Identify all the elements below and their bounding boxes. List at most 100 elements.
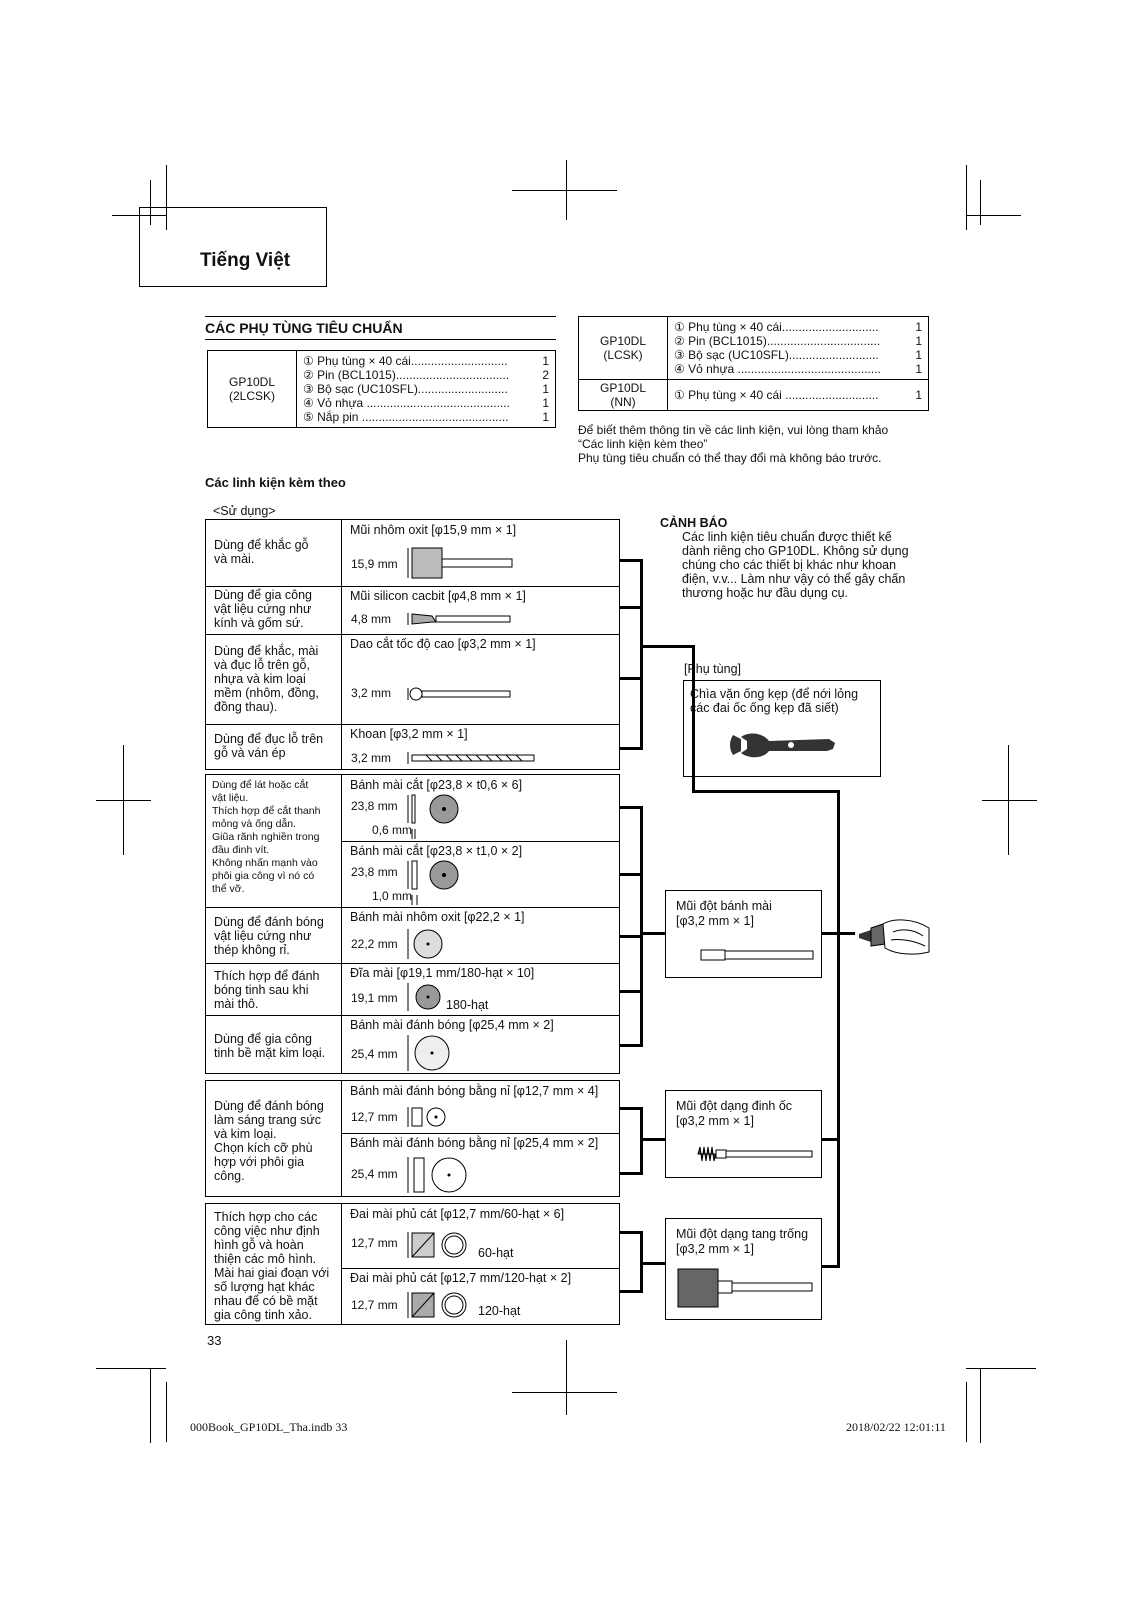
- item-text: Pin (BCL1015)...........................…: [688, 334, 881, 348]
- connector-line: [620, 677, 642, 680]
- dimension: 15,9 mm: [351, 557, 398, 571]
- item-list: ① Phụ tùng × 40 cái.....................…: [296, 350, 556, 428]
- connector-line: [620, 1231, 642, 1234]
- item-text: Phụ tùng × 40 cái.......................…: [317, 354, 508, 368]
- item-qty: 1: [915, 348, 922, 362]
- standard-accessories-lcsk-nn: GP10DL (LCSK) ① Phụ tùng × 40 cái.......…: [578, 316, 929, 411]
- model-name: GP10DL: [228, 375, 276, 389]
- accessory-name: Bánh mài cắt [φ23,8 × t1,0 × 2]: [350, 844, 523, 858]
- crop-mark: [966, 215, 1021, 216]
- mandrel-wheel-label: Mũi đột bánh mài[φ3,2 mm × 1]: [676, 899, 772, 928]
- accessory-name: Dao cắt tốc độ cao [φ3,2 mm × 1]: [350, 637, 536, 651]
- item-number: ②: [303, 368, 314, 382]
- connector-line: [620, 1172, 642, 1175]
- wrench-icon: [730, 733, 835, 758]
- aluminum-oxide-wheel-icon: [407, 929, 443, 959]
- page-number: 33: [207, 1333, 222, 1348]
- language-tab: Tiếng Việt: [139, 207, 327, 287]
- connector-line: [640, 932, 665, 935]
- mandrel-screw-label: Mũi đột dạng đinh ốc[φ3,2 mm × 1]: [676, 1099, 793, 1128]
- sanding-band-icon: [407, 1232, 467, 1258]
- cutoff-wheel-icon: [407, 860, 459, 905]
- crop-mark: [512, 190, 617, 191]
- footer-timestamp: 2018/02/22 12:01:11: [846, 1420, 946, 1434]
- connector-line: [620, 559, 642, 562]
- item-number: ①: [674, 320, 685, 334]
- connector-line: [640, 1262, 665, 1265]
- row-divider: [342, 963, 619, 964]
- connector-line: [620, 1044, 642, 1047]
- item-qty: 1: [542, 410, 549, 424]
- footer-file: 000Book_GP10DL_Tha.indb 33: [190, 1420, 348, 1434]
- dimension: 12,7 mm: [351, 1298, 398, 1312]
- dimension: 12,7 mm: [351, 1110, 398, 1124]
- row-divider: [206, 724, 619, 725]
- accessory-name: Bánh mài đánh bóng [φ25,4 mm × 2]: [350, 1018, 554, 1032]
- item-list: ① Phụ tùng × 40 cái.....................…: [667, 316, 929, 380]
- connector-line: [620, 806, 642, 809]
- notes: Để biết thêm thông tin về các linh kiện,…: [578, 423, 938, 465]
- connector-line: [620, 1107, 642, 1110]
- model-variant: (LCSK): [603, 348, 643, 362]
- item-text: Phụ tùng × 40 cái.......................…: [688, 320, 879, 334]
- wrench-description: Chìa vặn ống kẹp (để nới lỏng các đai ốc…: [690, 687, 858, 715]
- warning-line: dành riêng cho GP10DL. Không sử dụng: [682, 544, 909, 558]
- sanding-band-icon: [407, 1292, 467, 1318]
- accessory-cell: Khoan [φ3,2 mm × 1] 3,2 mm: [342, 724, 619, 771]
- list-item: ③ Bộ sạc (UC10SFL)......................…: [303, 382, 549, 396]
- wrench-line: Chìa vặn ống kẹp (để nới lỏng: [690, 687, 859, 701]
- polishing-wheel-icon: [407, 1035, 450, 1071]
- silicon-carbide-point-icon: [407, 613, 511, 625]
- accessory-name: Bánh mài cắt [φ23,8 × t0,6 × 6]: [350, 778, 523, 792]
- row-divider: [206, 586, 619, 587]
- accessory-cell: Bánh mài cắt [φ23,8 × t0,6 × 6] 23,8 mm …: [342, 775, 619, 841]
- warning-title: CẢNH BÁO: [660, 516, 728, 530]
- list-item: ① Phụ tùng × 40 cái.....................…: [303, 354, 549, 368]
- model-name: GP10DL: [599, 381, 647, 395]
- list-item: ① Phụ tùng × 40 cái ....................…: [674, 388, 922, 402]
- warning-line: Các linh kiện tiêu chuẩn được thiết kế: [682, 530, 892, 544]
- item-text: Bộ sạc (UC10SFL)........................…: [317, 382, 508, 396]
- item-number: ①: [303, 354, 314, 368]
- note-line: Để biết thêm thông tin về các linh kiện,…: [578, 423, 889, 437]
- connector-line: [820, 932, 855, 935]
- accessory-cell: Bánh mài cắt [φ23,8 × t1,0 × 2] 23,8 mm …: [342, 841, 619, 907]
- accessory-name: Đĩa mài [φ19,1 mm/180-hạt × 10]: [350, 966, 535, 980]
- item-number: ②: [674, 334, 685, 348]
- item-qty: 1: [542, 354, 549, 368]
- thickness: 1,0 mm: [372, 889, 413, 903]
- item-number: ④: [303, 396, 314, 410]
- divider: [205, 316, 556, 317]
- felt-polishing-wheel-icon: [407, 1157, 467, 1193]
- accessory-cell: Bánh mài đánh bóng bằng nỉ [φ25,4 mm × 2…: [342, 1133, 619, 1198]
- item-text: Phụ tùng × 40 cái ......................…: [688, 388, 879, 402]
- model-name: GP10DL: [599, 334, 647, 348]
- rotary-tool-icon: [859, 919, 930, 955]
- accessory-name: Mũi nhôm oxit [φ15,9 mm × 1]: [350, 523, 517, 537]
- standard-accessories-2lcsk: GP10DL (2LCSK) ① Phụ tùng × 40 cái......…: [207, 350, 556, 428]
- list-item: ② Pin (BCL1015).........................…: [303, 368, 549, 382]
- dimension: 12,7 mm: [351, 1236, 398, 1250]
- row-divider: [206, 634, 619, 635]
- item-qty: 1: [542, 396, 549, 410]
- crop-mark: [980, 180, 981, 225]
- row-divider: [342, 1015, 619, 1016]
- accessory-name: Đai mài phủ cát [φ12,7 mm/120-hạt × 2]: [350, 1271, 572, 1285]
- accessory-cell: Đai mài phủ cát [φ12,7 mm/60-hạt × 6] 12…: [342, 1204, 619, 1268]
- accessory-cell: Bánh mài nhôm oxit [φ22,2 × 1] 22,2 mm: [342, 907, 619, 963]
- connector-line: [820, 1265, 840, 1268]
- language-label: Tiếng Việt: [200, 250, 291, 271]
- item-qty: 1: [915, 362, 922, 376]
- connector-line: [620, 935, 642, 938]
- item-qty: 1: [542, 382, 549, 396]
- item-qty: 1: [915, 388, 922, 402]
- row-divider: [206, 1015, 341, 1016]
- accessory-cell: Đĩa mài [φ19,1 mm/180-hạt × 10] 19,1 mm …: [342, 963, 619, 1015]
